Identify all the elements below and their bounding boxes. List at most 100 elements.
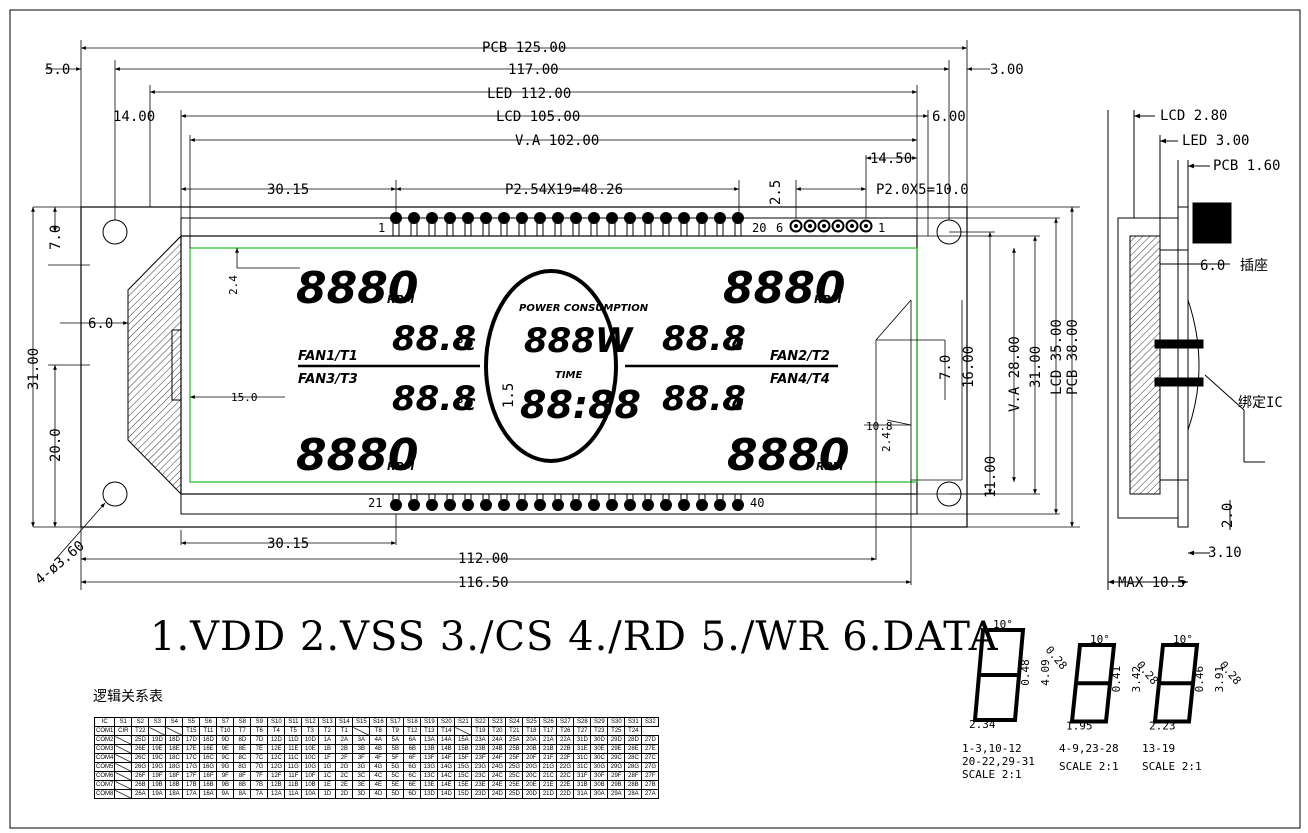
dim-15: 15.0 (231, 391, 258, 404)
table-cell: COM1 (93, 726, 116, 736)
table-cell: 3C (352, 771, 371, 781)
table-cell: 10B (301, 780, 320, 790)
segment-caption: SCALE 2:1 (1059, 760, 1119, 773)
table-cell: 12F (267, 771, 286, 781)
viewing-area (189, 247, 918, 483)
table-cell: T8 (369, 726, 388, 736)
rpm-3-digits: 8880 (296, 430, 418, 481)
table-cell: 27A (641, 789, 660, 799)
table-cell: 21G (539, 762, 558, 772)
side-socket (1192, 202, 1232, 244)
time-label: TIME (555, 370, 582, 381)
table-cell: 13F (420, 753, 439, 763)
table-cell: 25E (505, 780, 524, 790)
temp-4: 88.8 (662, 379, 746, 419)
bottom-pin (624, 494, 636, 511)
fan1-label: FAN1/T1 (298, 349, 358, 364)
table-cell: 11C (284, 753, 303, 763)
segment-dim: 3.42 (1130, 666, 1143, 693)
table-cell: 15D (454, 789, 473, 799)
table-cell (114, 780, 133, 790)
bottom-pin (588, 494, 600, 511)
dim-2-4-a: 2.4 (227, 275, 240, 295)
table-cell: 13E (420, 780, 439, 790)
segment-caption: SCALE 2:1 (962, 768, 1022, 781)
dim-6-0: 6.0 (88, 316, 113, 332)
dim-30-15-top: 30.15 (267, 182, 309, 198)
rpm-2-digits: 8880 (723, 263, 845, 314)
table-cell: 28E (624, 744, 643, 754)
dim-14-50: 14.50 (870, 151, 912, 167)
table-cell: 7E (250, 744, 269, 754)
table-cell: T26 (556, 726, 575, 736)
table-cell (148, 726, 167, 736)
table-cell (454, 726, 473, 736)
table-cell: 21B (539, 744, 558, 754)
segment-dim: 0.41 (1110, 666, 1123, 693)
table-cell: 24G (488, 762, 507, 772)
table-cell: 23G (471, 762, 490, 772)
table-cell: T13 (420, 726, 439, 736)
dim-7-0-left: 7.0 (48, 225, 64, 250)
table-cell: 22B (556, 744, 575, 754)
table-cell: 22C (556, 771, 575, 781)
table-cell: 18A (165, 789, 184, 799)
table-cell: 5E (386, 780, 405, 790)
table-cell: 19C (148, 753, 167, 763)
top-pin (696, 212, 708, 236)
bottom-pin (462, 494, 474, 511)
table-cell (114, 789, 133, 799)
table-cell: 22E (556, 780, 575, 790)
table-cell: 7G (250, 762, 269, 772)
sheet-border (9, 9, 1301, 829)
connector-pin-1-label: 1 (878, 221, 885, 235)
table-cell: 4B (369, 744, 388, 754)
table-cell: S25 (522, 717, 541, 727)
table-cell: 30E (590, 744, 609, 754)
bottom-pin (534, 494, 546, 511)
connector-pin (845, 219, 859, 233)
table-cell: 30C (590, 753, 609, 763)
dim-5: 5.0 (45, 62, 70, 78)
table-cell: 21C (539, 771, 558, 781)
dim-7-0-right: 7.0 (938, 355, 954, 380)
connector-pin-row (789, 219, 873, 233)
top-pin (534, 212, 546, 236)
bottom-pin (642, 494, 654, 511)
table-cell: 25B (505, 744, 524, 754)
table-cell: 24B (488, 744, 507, 754)
bottom-pin (516, 494, 528, 511)
digit-outline (1069, 643, 1117, 724)
table-cell: 2G (335, 762, 354, 772)
table-cell: 10F (301, 771, 320, 781)
rpm-4-digits: 8880 (727, 430, 849, 481)
table-cell: 8B (233, 780, 252, 790)
table-cell: 29E (607, 744, 626, 754)
table-cell: T18 (522, 726, 541, 736)
table-cell: 17D (182, 735, 201, 745)
side-lcd-thickness: LCD 2.80 (1160, 108, 1227, 124)
table-cell: T7 (233, 726, 252, 736)
table-cell: S14 (335, 717, 354, 727)
table-cell: 3A (352, 735, 371, 745)
lcd-content: 8880 RPM 8880 RPM 8880 RPM 8880 RPM 88.8… (296, 263, 849, 481)
table-cell: COM5 (93, 762, 116, 772)
side-3-10: 3.10 (1208, 545, 1242, 561)
table-cell: S21 (454, 717, 473, 727)
temp-3-unit: ℃ (456, 395, 476, 414)
dim-va-height: V.A 28.00 (1007, 336, 1023, 412)
table-cell: 27D (641, 735, 660, 745)
segment-dim: 10° (1090, 633, 1110, 646)
table-cell: 29D (607, 735, 626, 745)
table-cell: 9D (216, 735, 235, 745)
table-cell: 4C (369, 771, 388, 781)
top-pin (516, 212, 528, 236)
table-cell: 12A (267, 789, 286, 799)
temp-4-unit: ℃ (724, 395, 744, 414)
table-cell: T3 (301, 726, 320, 736)
bottom-pin (732, 494, 744, 511)
side-ic-label: 绑定IC (1238, 395, 1283, 411)
connector-pin (817, 219, 831, 233)
table-cell: 14D (437, 789, 456, 799)
